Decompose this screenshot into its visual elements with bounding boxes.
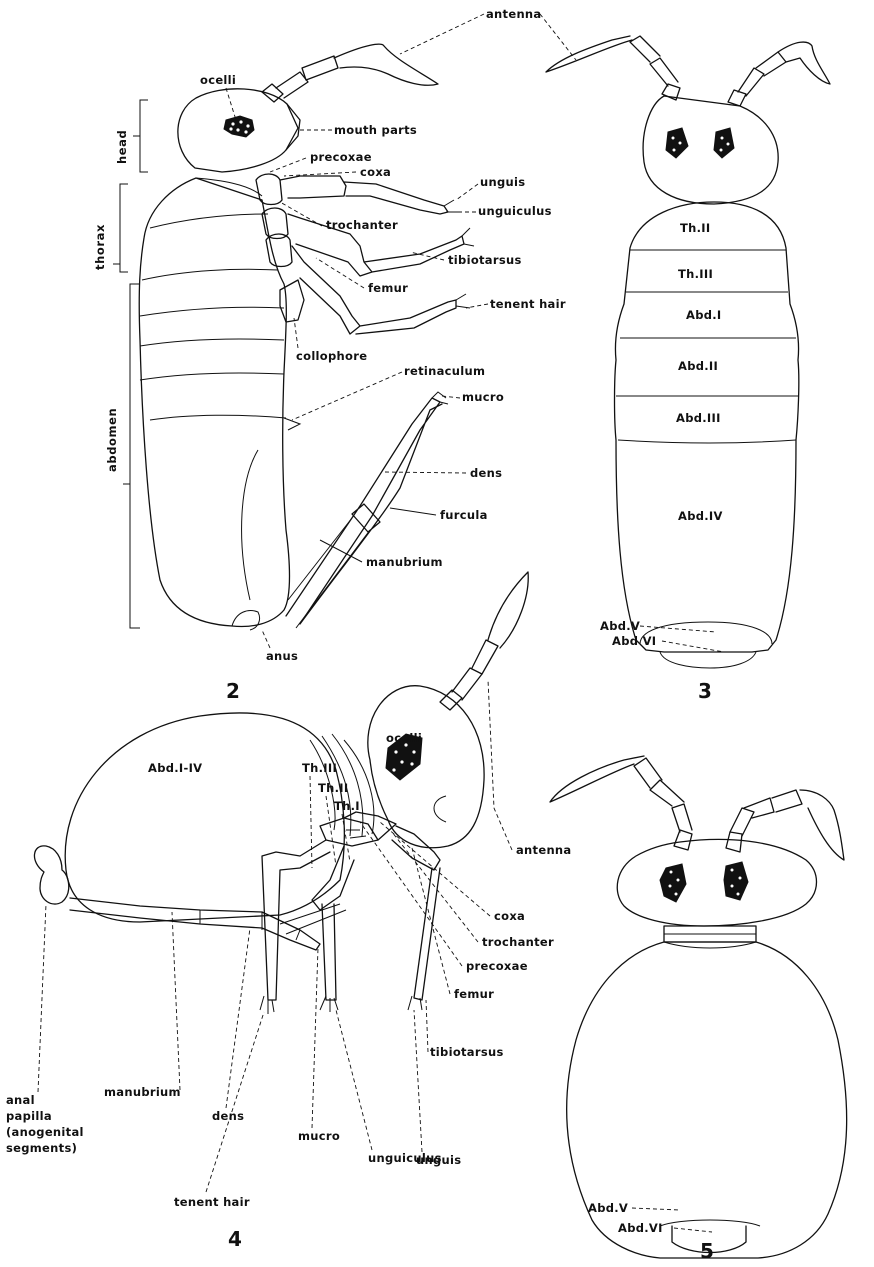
figure-4-number: 4 — [228, 1227, 242, 1251]
fig4-tibiotarsus-label: tibiotarsus — [430, 1045, 504, 1059]
fig4-th-ii-label: Th.II — [318, 781, 348, 795]
fig3-seg-th-ii: Th.II — [680, 221, 710, 235]
thorax-bracket — [120, 184, 128, 272]
fig3-seg-abd-iii: Abd.III — [676, 411, 721, 425]
figure-3: Th.II Th.III Abd.I Abd.II Abd.III Abd.IV… — [546, 36, 830, 703]
fig2-coxa-label: coxa — [360, 165, 391, 179]
fig4-ocelli-label: ocelli — [386, 731, 422, 745]
fig5-antennae — [550, 756, 844, 860]
abdomen-bracket — [130, 284, 140, 628]
fig4-legs — [260, 826, 440, 1014]
fig4-antenna-label: antenna — [516, 843, 571, 857]
figure-3-number: 3 — [698, 679, 712, 703]
fig4-anal-papilla-label-1: anal — [6, 1093, 35, 1107]
fig2-antenna — [262, 44, 438, 102]
fig3-antennae — [546, 36, 830, 106]
fig2-unguis-label: unguis — [480, 175, 525, 189]
fig5-abd-vi-label: Abd.VI — [618, 1221, 663, 1235]
thorax-label: thorax — [93, 224, 107, 270]
fig4-th-i-label: Th.I — [334, 799, 360, 813]
fig4-dens-label: dens — [212, 1109, 244, 1123]
fig4-femur-label: femur — [454, 987, 494, 1001]
fig2-collophore — [280, 280, 304, 322]
fig2-anus-label: anus — [266, 649, 298, 663]
fig4-furcula — [70, 898, 320, 950]
fig2-tenent-hair-label: tenent hair — [490, 297, 566, 311]
fig4-manubrium-label: manubrium — [104, 1085, 181, 1099]
fig3-abd-v-label: Abd.V — [600, 619, 640, 633]
fig4-antenna — [440, 572, 528, 710]
fig2-mucro-label: mucro — [462, 390, 504, 404]
fig2-trochanter-label: trochanter — [326, 218, 398, 232]
fig2-ocelli-label: ocelli — [200, 73, 236, 87]
fig4-unguis-label: unguis — [416, 1153, 461, 1167]
abdomen-label: abdomen — [105, 408, 119, 472]
figure-5: Abd.V Abd.VI 5 — [550, 756, 847, 1263]
fig4-head — [368, 686, 484, 848]
fig5-abd-v-label: Abd.V — [588, 1201, 628, 1215]
fig3-abd-vi-label: Abd VI — [612, 634, 656, 648]
fig2-precoxae-label: precoxae — [310, 150, 372, 164]
fig3-head — [643, 96, 778, 204]
head-bracket — [140, 100, 148, 172]
fig2-furcula — [286, 398, 442, 624]
fig4-abd-i-iv-label: Abd.I-IV — [148, 761, 202, 775]
fig2-retinaculum-label: retinaculum — [404, 364, 485, 378]
fig4-abdomen — [65, 713, 344, 922]
head-label: head — [115, 130, 129, 164]
fig3-seg-abd-i: Abd.I — [686, 308, 722, 322]
fig2-antenna-label: antenna — [486, 7, 541, 21]
fig4-anal-papilla — [34, 846, 68, 904]
fig4-tenent-hair-label: tenent hair — [174, 1195, 250, 1209]
figure-2-number: 2 — [226, 679, 240, 703]
fig2-tibiotarsus-label: tibiotarsus — [448, 253, 522, 267]
fig4-precoxae-label: precoxae — [466, 959, 528, 973]
fig2-mouth-parts-label: mouth parts — [334, 123, 417, 137]
fig4-coxa-label: coxa — [494, 909, 525, 923]
fig4-th-iii-label: Th.III — [302, 761, 337, 775]
figure-2: head thorax abdomen — [93, 7, 576, 703]
fig3-seg-th-iii: Th.III — [678, 267, 713, 281]
fig2-femur-label: femur — [368, 281, 408, 295]
fig4-anal-papilla-label-2: papilla — [6, 1109, 52, 1123]
fig2-leg-1 — [280, 176, 448, 214]
fig3-seg-abd-iv: Abd.IV — [678, 509, 723, 523]
fig2-unguiculus-label: unguiculus — [478, 204, 552, 218]
figure-5-number: 5 — [700, 1239, 714, 1263]
fig4-trochanter-label: trochanter — [482, 935, 554, 949]
fig4-anal-papilla-label-3: (anogenital — [6, 1125, 84, 1139]
fig4-mucro-label: mucro — [298, 1129, 340, 1143]
figure-4: Abd.I-IV Th.III Th.II Th.I ocelli antenn… — [6, 572, 571, 1251]
fig2-furcula-label: furcula — [440, 508, 488, 522]
fig2-dens-label: dens — [470, 466, 502, 480]
fig4-anal-papilla-label-4: segments) — [6, 1141, 77, 1155]
fig2-manubrium-label: manubrium — [366, 555, 443, 569]
fig5-head — [617, 839, 816, 926]
fig3-seg-abd-ii: Abd.II — [678, 359, 718, 373]
fig2-collophore-label: collophore — [296, 349, 367, 363]
